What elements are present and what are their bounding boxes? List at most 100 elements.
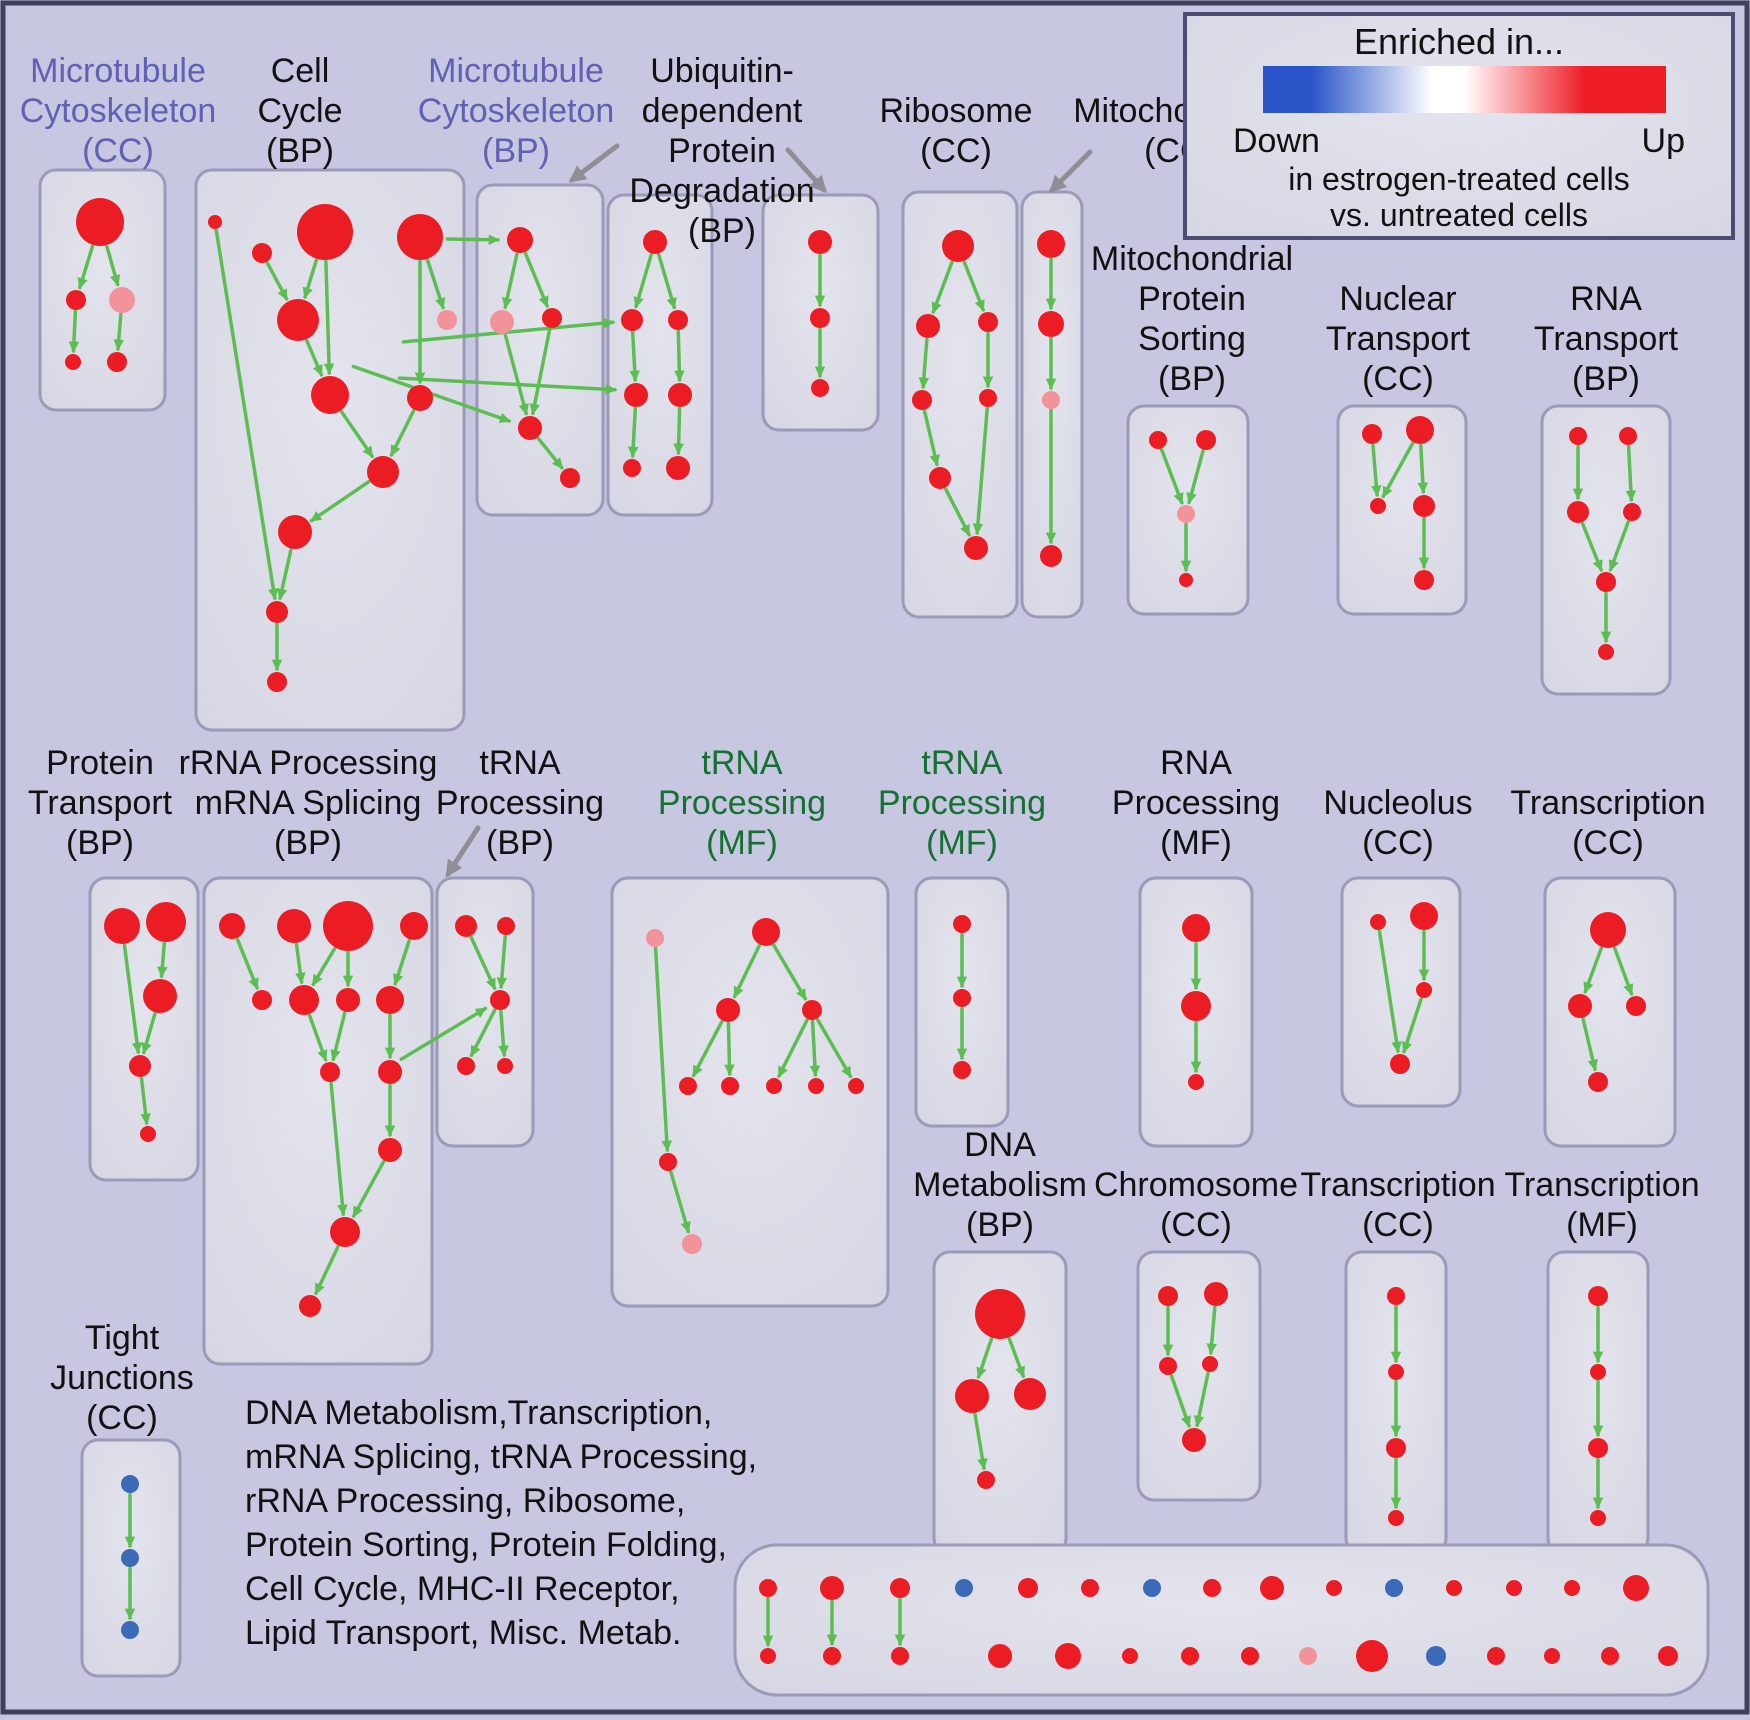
go-term-node [988,1644,1012,1668]
cluster-box-trna-processing-bp [435,876,535,1148]
go-term-node [1014,1378,1046,1410]
go-term-node [890,1578,910,1598]
go-edge [1581,1017,1598,1072]
go-edge [503,333,529,416]
go-edge [330,1011,347,1062]
go-term-node [1260,1576,1284,1600]
cluster-box-chromosome-cc [1136,1250,1262,1502]
go-edge [962,260,985,312]
legend-subtitle-1: in estrogen-treated cells [1288,161,1630,197]
go-term-node [76,198,124,246]
go-edge [973,1412,988,1470]
go-edge [277,548,293,601]
go-edge [669,1170,691,1234]
go-term-node [752,918,780,946]
go-edge [1417,443,1429,494]
go-term-node [1413,495,1435,517]
go-term-node [1204,1282,1228,1306]
go-term-node [129,1055,151,1077]
go-term-node [953,1061,971,1079]
go-term-node [1416,982,1432,998]
go-term-node [1588,1286,1608,1306]
label-transcription-cc-middle: Transcription(CC) [1510,784,1705,862]
go-term-node [668,383,692,407]
go-edge [339,410,374,459]
cluster-box-protein-transport-bp [88,876,200,1182]
go-term-node [1370,914,1386,930]
label-ribosome-cc: Ribosome(CC) [879,92,1032,170]
go-edge [1159,448,1184,505]
legend-gradient-bar [1263,66,1666,113]
go-term-node [808,1078,824,1094]
go-edge [691,1020,724,1078]
go-term-node [542,308,562,328]
go-term-node [299,1295,321,1317]
cross-cluster-edge [399,1006,488,1061]
go-edge [469,935,497,990]
legend-down-label: Down [1233,122,1320,160]
go-term-node [367,456,399,488]
go-term-node [624,383,648,407]
go-term-node [1181,991,1211,1021]
label-transcription-cc-bottom: Transcription(CC) [1300,1166,1495,1244]
go-term-node [979,389,997,407]
go-term-node [1299,1647,1317,1665]
go-edge [536,436,564,470]
go-term-node [518,416,542,440]
go-edge [1193,1371,1210,1428]
go-term-node [219,913,245,939]
go-term-node [679,1077,697,1095]
go-term-node [266,601,288,623]
cluster-box-trna-processing-mf-large [610,876,890,1308]
go-term-node [1487,1647,1505,1665]
go-edge [809,1019,821,1077]
go-edge [314,1245,340,1296]
go-term-node [497,917,515,935]
go-edge [1583,946,1604,994]
go-term-node [400,912,428,940]
go-term-node [810,308,830,328]
go-term-node [1241,1647,1259,1665]
go-edge [214,228,279,600]
go-term-node [1658,1646,1678,1666]
go-term-node [407,385,433,411]
go-edge [305,338,324,377]
go-edge [1401,997,1423,1054]
label-chromosome-cc: Chromosome(CC) [1094,1166,1298,1244]
go-term-node [1506,1580,1522,1596]
trna-processing-bp-arrow [445,825,481,878]
go-term-node [560,468,580,488]
go-edge [469,1008,497,1058]
go-term-node [1564,1580,1580,1596]
go-term-node [811,379,829,397]
go-term-node [953,989,971,1007]
go-term-node [1182,1428,1206,1452]
go-term-node [1326,1580,1342,1596]
cluster-box-nucleolus-cc [1340,876,1462,1108]
go-term-node [1149,431,1167,449]
go-term-node [721,1077,739,1095]
go-term-node [277,909,311,943]
go-edge [496,934,508,989]
go-edge [498,1009,509,1057]
go-term-node [1598,644,1614,660]
go-term-node [455,915,477,937]
cross-cluster-edge [397,376,617,395]
go-term-node [1356,1640,1388,1672]
go-edge [265,261,289,301]
go-term-node [1362,424,1382,444]
go-edge [1377,929,1402,1053]
go-term-node [1590,1364,1606,1380]
go-term-node [716,998,740,1022]
go-edge [674,329,685,382]
go-term-node [646,929,664,947]
go-edge [1625,444,1637,502]
go-edge [77,244,95,290]
